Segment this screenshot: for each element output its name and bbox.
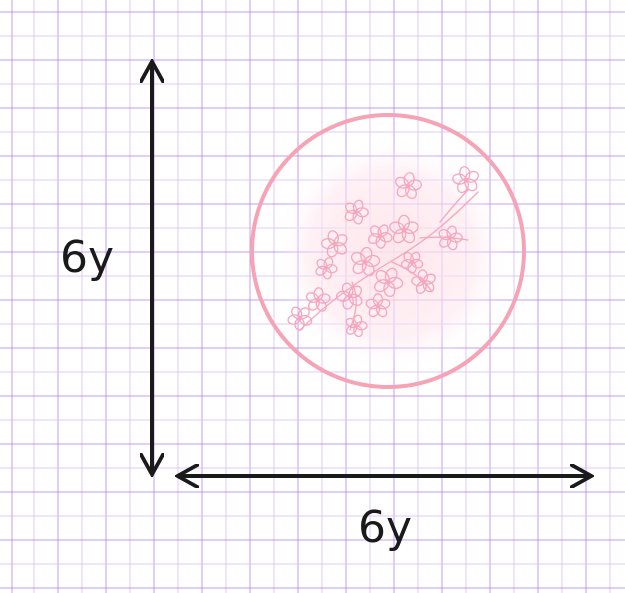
blossom-flower — [411, 269, 436, 294]
blossom-twig — [391, 261, 433, 293]
blossom-flower — [400, 251, 424, 274]
cherry-blossom-branch — [287, 166, 479, 338]
blossom-flower — [335, 282, 363, 310]
blossom-twig — [419, 236, 469, 241]
blossom-flower — [374, 267, 404, 298]
blossom-flower — [367, 224, 393, 249]
vertical-dimension-label: 6y — [60, 232, 115, 283]
blossom-flower — [452, 166, 479, 194]
blossom-flower — [345, 314, 368, 338]
blossom-flower — [320, 230, 348, 258]
blossom-flower — [438, 225, 463, 251]
blossom-flower — [287, 306, 313, 331]
blossom-flower — [305, 287, 331, 312]
blossom-flower — [315, 257, 338, 280]
blossom-branch — [299, 191, 479, 331]
blossom-flower — [365, 293, 391, 318]
blossom-glow — [273, 135, 511, 375]
blossom-twig — [439, 189, 469, 223]
blossom-circle — [250, 113, 526, 389]
blossom-flower — [350, 246, 381, 277]
blossom-flower — [344, 199, 369, 225]
horizontal-dimension-label: 6y — [358, 502, 413, 553]
blossom-flower — [395, 172, 422, 200]
circle-outline — [250, 113, 526, 389]
blossom-flower — [389, 214, 419, 244]
